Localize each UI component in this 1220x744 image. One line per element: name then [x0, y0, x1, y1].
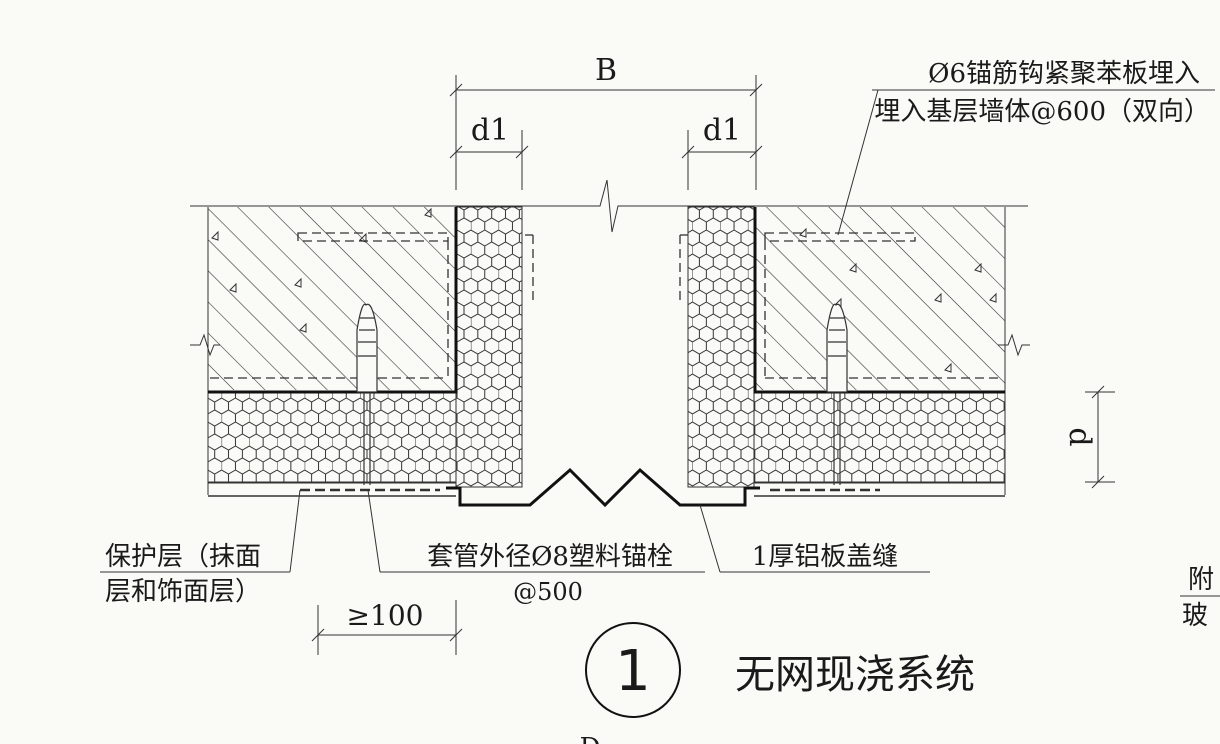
base-wall-right [755, 207, 1005, 390]
anchor-rebars [210, 232, 1000, 380]
dim-label-d: d [1062, 427, 1097, 446]
base-wall [190, 179, 1030, 495]
annotation-plastic-anchor-line2: @500 [513, 578, 583, 606]
title-number: 1 [615, 639, 651, 704]
fragment-bottom-cut: D [580, 733, 601, 744]
plastic-anchor-left [356, 303, 378, 485]
annotation-aluminum-cover: 1厚铝板盖缝 [752, 542, 899, 572]
eps-right-vertical [687, 206, 755, 488]
title-text: 无网现浇系统 [735, 652, 975, 698]
annotation-anchor-rebar-line2: 埋入基层墙体@600（双向） [874, 97, 1210, 127]
annotation-protective-layer-line2: 层和饰面层） [105, 577, 261, 607]
base-wall-left [208, 207, 456, 390]
dimension-lines [311, 75, 1115, 655]
aluminum-cover-plate [446, 467, 760, 508]
eps-left-vertical [455, 206, 523, 488]
fragment-right-bottom: 玻 [1182, 601, 1208, 631]
fragment-right-top: 附 [1188, 565, 1214, 595]
dim-label-d1-left: d1 [471, 113, 509, 148]
dim-label-min-overlap: ≥100 [347, 599, 424, 632]
annotation-anchor-rebar-line1: Ø6锚筋钩紧聚苯板埋入 [928, 59, 1200, 89]
eps-left-horizontal [207, 391, 457, 483]
annotation-protective-layer-line1: 保护层（抹面 [105, 542, 261, 572]
eps-insulation [207, 206, 1006, 488]
leader-lines [100, 89, 1215, 573]
protective-layer [208, 482, 1005, 497]
wall-outline [208, 207, 1005, 394]
eps-right-horizontal [753, 391, 1006, 483]
plastic-anchor-right [826, 303, 848, 485]
annotation-plastic-anchor-line1: 套管外径Ø8塑料锚栓 [427, 542, 673, 572]
dim-label-b: B [595, 53, 617, 88]
title-number-circle [585, 622, 681, 718]
dim-label-d1-right: d1 [703, 113, 741, 148]
